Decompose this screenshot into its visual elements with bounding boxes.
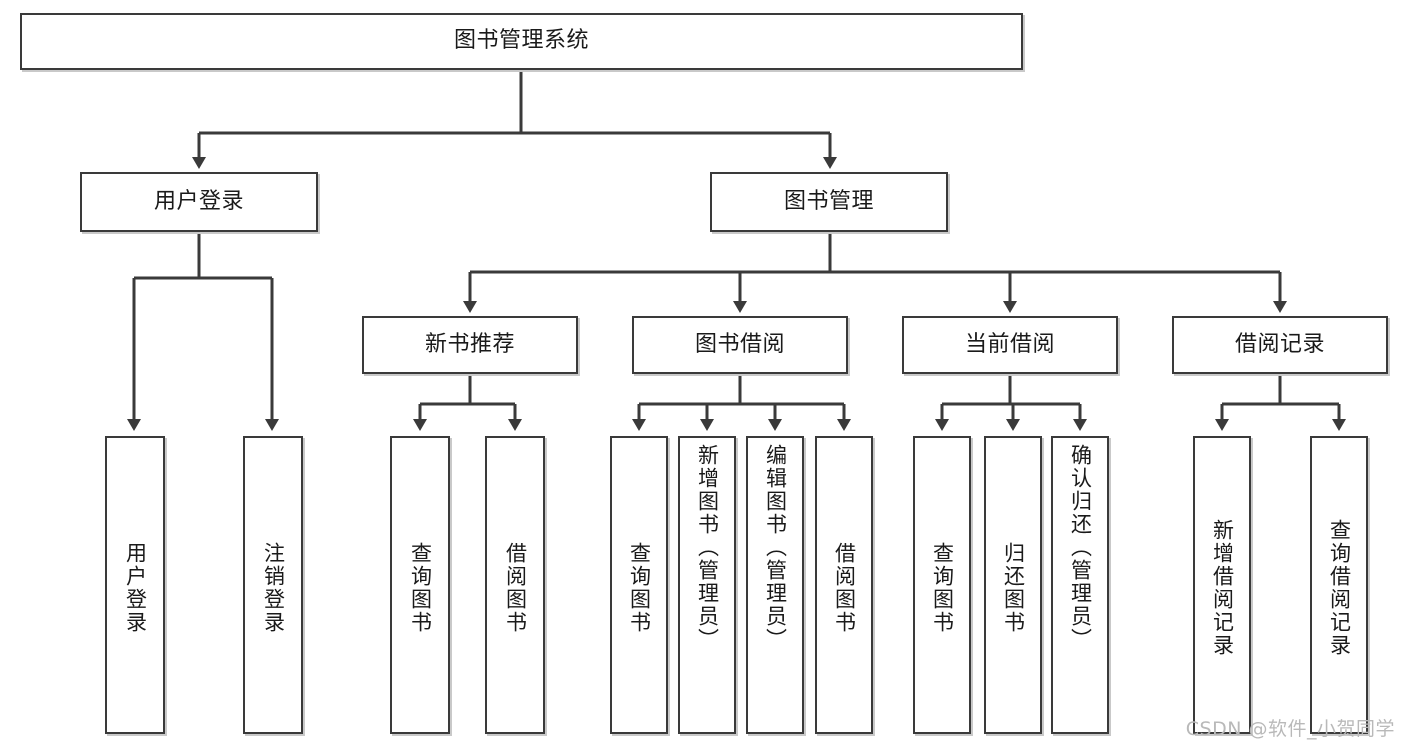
node-leaf-query-book-1[interactable]: 查询图书	[390, 436, 450, 734]
node-leaf-query-book-2[interactable]: 查询图书	[610, 436, 668, 734]
watermark-text: CSDN @软件_小贺同学	[1185, 718, 1395, 740]
node-leaf-borrow-book-1[interactable]: 借阅图书	[485, 436, 545, 734]
node-user-login[interactable]: 用户登录	[80, 172, 318, 232]
node-leaf-logout-login[interactable]: 注销登录	[243, 436, 303, 734]
node-leaf-add-book[interactable]: 新增图书（管理员）	[678, 436, 736, 734]
node-leaf-return-book[interactable]: 归还图书	[984, 436, 1042, 734]
node-leaf-borrow-book-1-label: 借阅图书	[503, 542, 528, 634]
node-leaf-edit-book[interactable]: 编辑图书（管理员）	[746, 436, 804, 734]
node-borrow-record[interactable]: 借阅记录	[1172, 316, 1388, 374]
node-leaf-user-login[interactable]: 用户登录	[105, 436, 165, 734]
node-root-label: 图书管理系统	[453, 28, 589, 54]
node-book-borrow[interactable]: 图书借阅	[632, 316, 848, 374]
node-leaf-edit-book-label: 编辑图书（管理员）	[763, 444, 788, 651]
node-leaf-confirm-return[interactable]: 确认归还（管理员）	[1051, 436, 1109, 734]
node-leaf-query-book-1-label: 查询图书	[408, 542, 433, 634]
node-root[interactable]: 图书管理系统	[20, 13, 1023, 70]
node-leaf-borrow-book-2[interactable]: 借阅图书	[815, 436, 873, 734]
node-leaf-query-book-2-label: 查询图书	[627, 542, 652, 634]
node-leaf-return-book-label: 归还图书	[1001, 542, 1026, 634]
node-leaf-add-record[interactable]: 新增借阅记录	[1193, 436, 1251, 734]
node-leaf-add-record-label: 新增借阅记录	[1210, 519, 1235, 657]
node-book-manage-label: 图书管理	[783, 188, 874, 214]
node-leaf-query-book-3-label: 查询图书	[930, 542, 955, 634]
node-user-login-label: 用户登录	[153, 188, 244, 214]
node-book-manage[interactable]: 图书管理	[710, 172, 948, 232]
node-leaf-add-book-label: 新增图书（管理员）	[695, 444, 720, 651]
node-leaf-query-record[interactable]: 查询借阅记录	[1310, 436, 1368, 734]
node-leaf-user-login-label: 用户登录	[123, 542, 148, 634]
node-current-borrow[interactable]: 当前借阅	[902, 316, 1118, 374]
node-leaf-borrow-book-2-label: 借阅图书	[832, 542, 857, 634]
node-book-borrow-label: 图书借阅	[694, 331, 785, 357]
node-leaf-query-record-label: 查询借阅记录	[1327, 519, 1352, 657]
node-leaf-logout-login-label: 注销登录	[261, 542, 286, 634]
node-leaf-query-book-3[interactable]: 查询图书	[913, 436, 971, 734]
node-leaf-confirm-return-label: 确认归还（管理员）	[1068, 444, 1093, 651]
node-new-book-recommend-label: 新书推荐	[424, 331, 515, 357]
node-borrow-record-label: 借阅记录	[1234, 331, 1325, 357]
node-current-borrow-label: 当前借阅	[964, 331, 1055, 357]
node-new-book-recommend[interactable]: 新书推荐	[362, 316, 578, 374]
